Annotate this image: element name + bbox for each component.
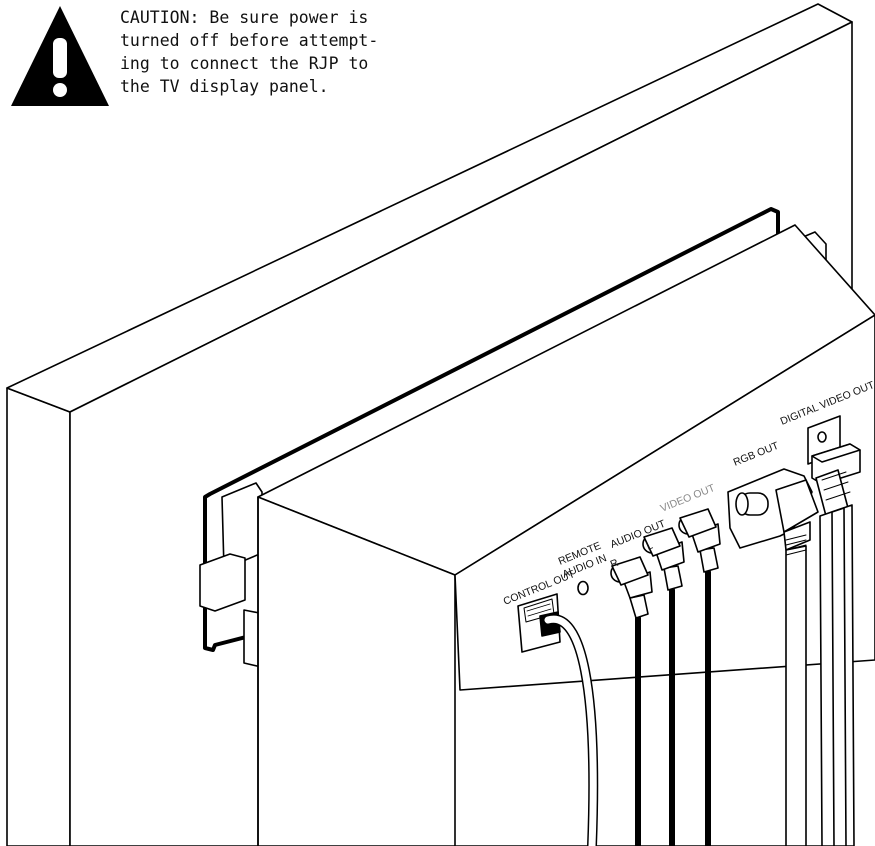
label-r: R bbox=[609, 557, 621, 571]
tv-panel-side bbox=[6, 387, 71, 846]
exclamation-bar bbox=[53, 38, 67, 78]
caution-line-3: ing to connect the RJP to bbox=[120, 54, 369, 73]
rjp-box bbox=[257, 224, 875, 846]
video-out-plug bbox=[678, 508, 721, 846]
caution-text: CAUTION: Be sure power is turned off bef… bbox=[120, 6, 379, 98]
rgb-cable bbox=[785, 534, 807, 846]
exclamation-dot bbox=[53, 83, 67, 97]
panel-recess-frame bbox=[203, 207, 780, 652]
control-cable bbox=[543, 614, 599, 846]
remote-audio-in-jack bbox=[577, 580, 589, 596]
audio-out-r-plug bbox=[610, 556, 653, 846]
digital-video-out-connector bbox=[807, 415, 861, 846]
caution-line-2: turned off before attempt- bbox=[120, 31, 379, 50]
audio-out-l-plug bbox=[642, 527, 685, 846]
rgb-out-connector bbox=[727, 468, 819, 551]
caution-line-1: CAUTION: Be sure power is bbox=[120, 8, 369, 27]
caution-line-4: the TV display panel. bbox=[120, 77, 329, 96]
rjp-box-front bbox=[454, 314, 875, 691]
warning-triangle-icon bbox=[11, 6, 109, 106]
label-l: L bbox=[645, 539, 655, 552]
